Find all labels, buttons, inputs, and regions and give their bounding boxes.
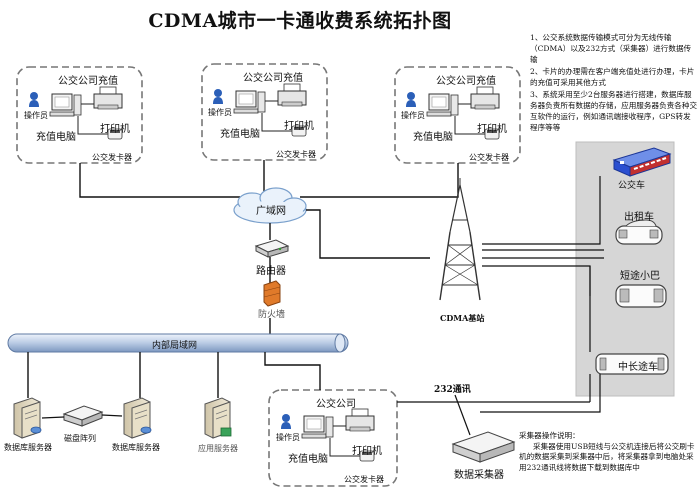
site-1-printer-label: 打印机 — [100, 124, 130, 135]
lan-bar — [7, 333, 349, 353]
company-operator-label: 操作员 — [276, 433, 300, 442]
cdma-tower-icon — [439, 178, 481, 301]
db-server-1-icon — [13, 397, 42, 439]
site-1-operator-label: 操作员 — [24, 111, 48, 120]
site-1-card-issuer-label: 公交发卡器 — [92, 153, 132, 162]
note-3: 3、系统采用至少2台服务器进行搭建，数据库服务器负责所有数据的存储，应用服务器负… — [530, 90, 698, 132]
site-2-computer-label: 充值电脑 — [220, 129, 260, 140]
company-site-title: 公交公司 — [316, 399, 356, 410]
app-server-label: 应用服务器 — [198, 444, 238, 453]
site-3-title: 公交公司充值 — [436, 76, 496, 87]
data-collector-icon — [451, 431, 516, 463]
app-server-icon — [204, 397, 232, 439]
note-2: 2、卡片的办理需在客户端充值处进行办理，卡片的充值可采用其他方式 — [530, 67, 695, 87]
page-title: CDMA城市一卡通收费系统拓扑图 — [148, 10, 452, 32]
cdma-station-label: CDMA基站 — [440, 313, 485, 323]
site-2-card-issuer-label: 公交发卡器 — [276, 150, 316, 159]
site-1-title: 公交公司充值 — [58, 76, 118, 87]
coach-icon — [595, 353, 669, 375]
system-notes: 1、公交系统数据传输模式可分为无线传输（CDMA）以及232方式（采集器）进行数… — [530, 32, 698, 134]
minibus-icon — [615, 284, 667, 308]
lan-label: 内部局域网 — [152, 341, 198, 351]
db-server-2-icon — [123, 397, 152, 439]
coach-label: 中长途车 — [618, 362, 658, 373]
note-1: 1、公交系统数据传输模式可分为无线传输（CDMA）以及232方式（采集器）进行数… — [530, 33, 692, 64]
db-server-2-label: 数据库服务器 — [112, 443, 160, 452]
minibus-label: 短途小巴 — [620, 271, 660, 282]
bus-icon — [612, 147, 672, 177]
link-232-label: 232通讯 — [434, 385, 471, 395]
company-site-box — [268, 389, 398, 487]
company-card-issuer-label: 公交发卡器 — [344, 475, 384, 484]
site-2-printer-label: 打印机 — [284, 121, 314, 132]
site-2-operator-label: 操作员 — [208, 108, 232, 117]
disk-array-label: 磁盘阵列 — [64, 434, 96, 443]
disk-array-icon — [62, 405, 104, 427]
collector-notes: 采集器操作说明： 采集器使用USB短线与公交机连接后将公交刷卡机的数据采集到采集… — [519, 431, 699, 473]
company-computer-label: 充值电脑 — [288, 454, 328, 465]
collector-notes-body: 采集器使用USB短线与公交机连接后将公交刷卡机的数据采集到采集器中后，将采集器拿… — [519, 441, 695, 472]
collector-label: 数据采集器 — [454, 470, 504, 481]
collector-notes-heading: 采集器操作说明： — [519, 431, 580, 440]
router-device — [254, 239, 290, 258]
recharge-site-1-box — [16, 66, 143, 164]
taxi-icon — [615, 219, 663, 245]
site-3-operator-label: 操作员 — [401, 111, 425, 120]
taxi-label: 出租车 — [624, 212, 654, 223]
bus-label: 公交车 — [618, 181, 646, 191]
site-1-computer-label: 充值电脑 — [36, 132, 76, 143]
site-2-title: 公交公司充值 — [243, 73, 303, 84]
company-printer-label: 打印机 — [352, 446, 382, 457]
site-3-printer-label: 打印机 — [477, 124, 507, 135]
firewall-device — [263, 280, 281, 307]
wan-label: 广域网 — [256, 206, 286, 217]
site-3-card-issuer-label: 公交发卡器 — [469, 153, 509, 162]
router-label: 路由器 — [256, 266, 286, 277]
recharge-site-3-box — [394, 66, 521, 164]
site-3-computer-label: 充值电脑 — [413, 132, 453, 143]
firewall-label: 防火墙 — [258, 310, 286, 320]
db-server-1-label: 数据库服务器 — [4, 443, 52, 452]
recharge-site-2-box — [201, 63, 328, 161]
